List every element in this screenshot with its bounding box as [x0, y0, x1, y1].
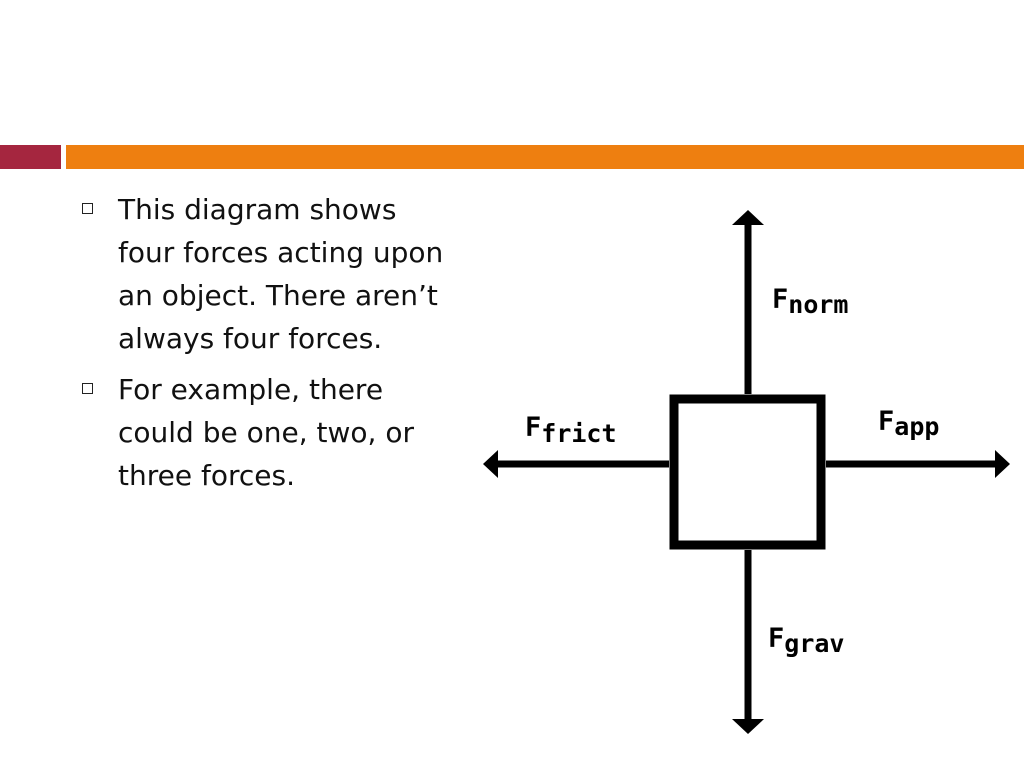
label-f-app: Fapp	[878, 406, 939, 441]
arrowhead-left-icon	[483, 450, 498, 478]
free-body-diagram: Fnorm Ffrict Fapp Fgrav	[483, 210, 1010, 734]
bullet-item: This diagram shows four forces acting up…	[82, 188, 502, 360]
object-box	[669, 394, 826, 550]
arrowhead-down-icon	[732, 719, 764, 734]
label-f-frict: Ffrict	[525, 412, 617, 448]
bullet-list: This diagram shows four forces acting up…	[82, 188, 502, 505]
accent-bar-red	[0, 145, 61, 169]
arrowhead-right-icon	[995, 450, 1010, 478]
square-bullet-icon	[82, 203, 93, 214]
bullet-item: For example, there could be one, two, or…	[82, 368, 502, 497]
bullet-text: This diagram shows four forces acting up…	[118, 193, 444, 355]
label-f-norm: Fnorm	[772, 284, 848, 319]
arrowhead-up-icon	[732, 210, 764, 225]
bullet-text: For example, there could be one, two, or…	[118, 373, 414, 492]
label-f-grav: Fgrav	[768, 623, 844, 658]
accent-bar-orange	[66, 145, 1024, 169]
square-bullet-icon	[82, 383, 93, 394]
